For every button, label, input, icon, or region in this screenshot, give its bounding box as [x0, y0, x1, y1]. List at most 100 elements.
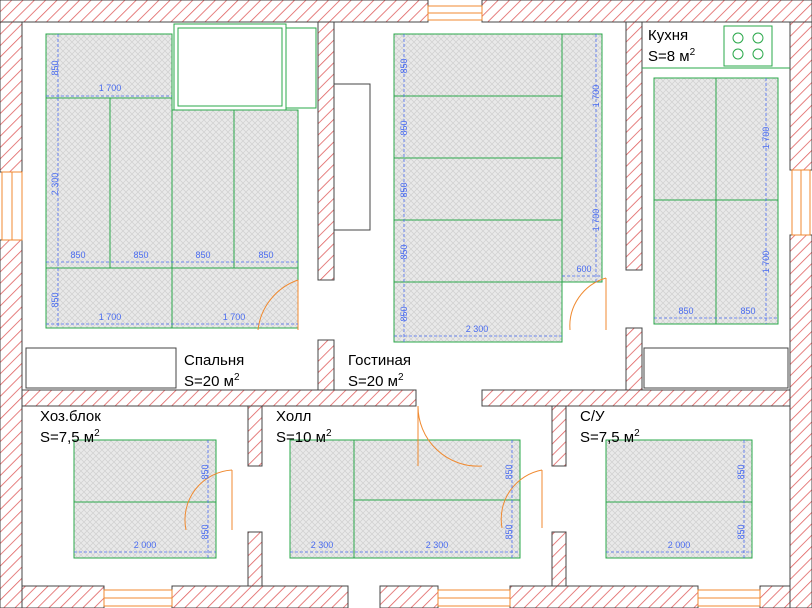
room-name: Хоз.блок [40, 408, 101, 425]
door-bedroom [257, 279, 299, 331]
tile-panel [393, 281, 563, 343]
dimension-label: 850 [399, 182, 409, 197]
tile-panel [353, 439, 521, 501]
tile-panel [715, 77, 779, 201]
room-label-living: Гостиная S=20 м2 [348, 352, 411, 390]
room-name: Холл [276, 408, 312, 425]
dimension-label: 850 [504, 464, 514, 479]
wall-bottom-a [21, 585, 105, 608]
dimension-label: 2 300 [466, 324, 489, 334]
dimension-label: 1 700 [99, 83, 122, 93]
room-name: Спальня [184, 352, 245, 369]
dimension-label: 850 [70, 250, 85, 260]
room-area: S=8 м2 [648, 47, 696, 65]
wall-top-left [0, 0, 429, 23]
door-storage [184, 469, 233, 531]
tile-panel [353, 499, 521, 559]
bedroom-furniture-a [173, 23, 287, 111]
room-label-kitchen: Кухня S=8 м2 [648, 27, 695, 65]
doors [184, 277, 607, 531]
wall-mid-left [21, 389, 417, 407]
dimension-label: 1 700 [761, 251, 771, 274]
dimension-label: 850 [50, 60, 60, 75]
wall-storage-hall [247, 405, 263, 467]
tile-panel [45, 33, 173, 99]
dimension-label: 2 000 [134, 540, 157, 550]
tile-panel [171, 267, 299, 329]
dimension-label: 600 [576, 264, 591, 274]
tile-panel [393, 157, 563, 221]
room-label-bath: С/У S=7,5 м2 [580, 408, 640, 446]
room-area: S=7,5 м2 [580, 428, 640, 446]
room-label-storage: Хоз.блок S=7,5 м2 [40, 408, 101, 446]
dimension-label: 850 [258, 250, 273, 260]
dimension-label: 850 [133, 250, 148, 260]
living-cabinet [333, 83, 371, 231]
wall-hall-bath-low [551, 531, 567, 587]
door-hall [417, 405, 483, 467]
wall-right-upper [789, 21, 812, 171]
dimension-label: 850 [736, 524, 746, 539]
dimension-label: 1 700 [591, 85, 601, 108]
dimension-label: 2 300 [50, 173, 60, 196]
dimension-label: 2 300 [311, 540, 334, 550]
dimension-label: 850 [200, 524, 210, 539]
tile-panel [561, 33, 603, 283]
dimension-label: 1 700 [591, 209, 601, 232]
wall-bedroom-living-low [317, 339, 335, 391]
room-area: S=10 м2 [276, 428, 332, 446]
wall-bottom-d [509, 585, 699, 608]
wall-bedroom-living [317, 21, 335, 281]
tile-panel [715, 199, 779, 325]
tile-panel [233, 109, 299, 269]
wall-bottom-e [759, 585, 791, 608]
wall-bottom-b [171, 585, 349, 608]
tile-panel [45, 267, 173, 329]
dimension-label: 850 [399, 120, 409, 135]
dimension-label: 850 [504, 524, 514, 539]
tile-panel [653, 77, 717, 201]
room-name: Гостиная [348, 352, 411, 369]
room-area: S=20 м2 [348, 372, 404, 390]
wall-living-kitchen [625, 21, 643, 271]
dimension-label: 850 [678, 306, 693, 316]
tile-panel [605, 501, 753, 559]
room-label-bedroom: Спальня S=20 м2 [184, 352, 244, 390]
tile-panel [393, 33, 563, 97]
dimension-label: 2 300 [426, 540, 449, 550]
room-name: С/У [580, 408, 605, 425]
tile-areas [45, 33, 779, 559]
dimension-label: 1 700 [761, 127, 771, 150]
wall-storage-hall-low [247, 531, 263, 587]
tile-panel [605, 439, 753, 503]
bedroom-furniture-b [285, 27, 317, 109]
tile-panel [45, 97, 111, 269]
dimension-label: 850 [399, 58, 409, 73]
door-living [569, 277, 607, 331]
wall-left-lower [0, 239, 23, 608]
room-area: S=7,5 м2 [40, 428, 100, 446]
dimension-label: 2 000 [668, 540, 691, 550]
tile-panel [289, 439, 355, 559]
tile-panel [73, 501, 217, 559]
door-bath [500, 469, 543, 529]
wall-bottom-c [379, 585, 439, 608]
dimension-label: 850 [399, 306, 409, 321]
dimension-label: 1 700 [223, 312, 246, 322]
dimension-label: 850 [200, 464, 210, 479]
wall-top-right [481, 0, 812, 23]
wall-hall-bath [551, 405, 567, 467]
windows [1, 5, 811, 607]
stove-icon [723, 25, 773, 67]
dimension-label: 850 [50, 292, 60, 307]
room-label-hall: Холл S=10 м2 [276, 408, 332, 446]
tile-panel [393, 219, 563, 283]
wall-living-kitchen-low [625, 327, 643, 391]
dimension-label: 850 [195, 250, 210, 260]
dimension-label: 850 [399, 244, 409, 259]
dimension-label: 1 700 [99, 312, 122, 322]
dimension-label: 850 [740, 306, 755, 316]
tile-panel [171, 109, 235, 269]
tile-panel [393, 95, 563, 159]
